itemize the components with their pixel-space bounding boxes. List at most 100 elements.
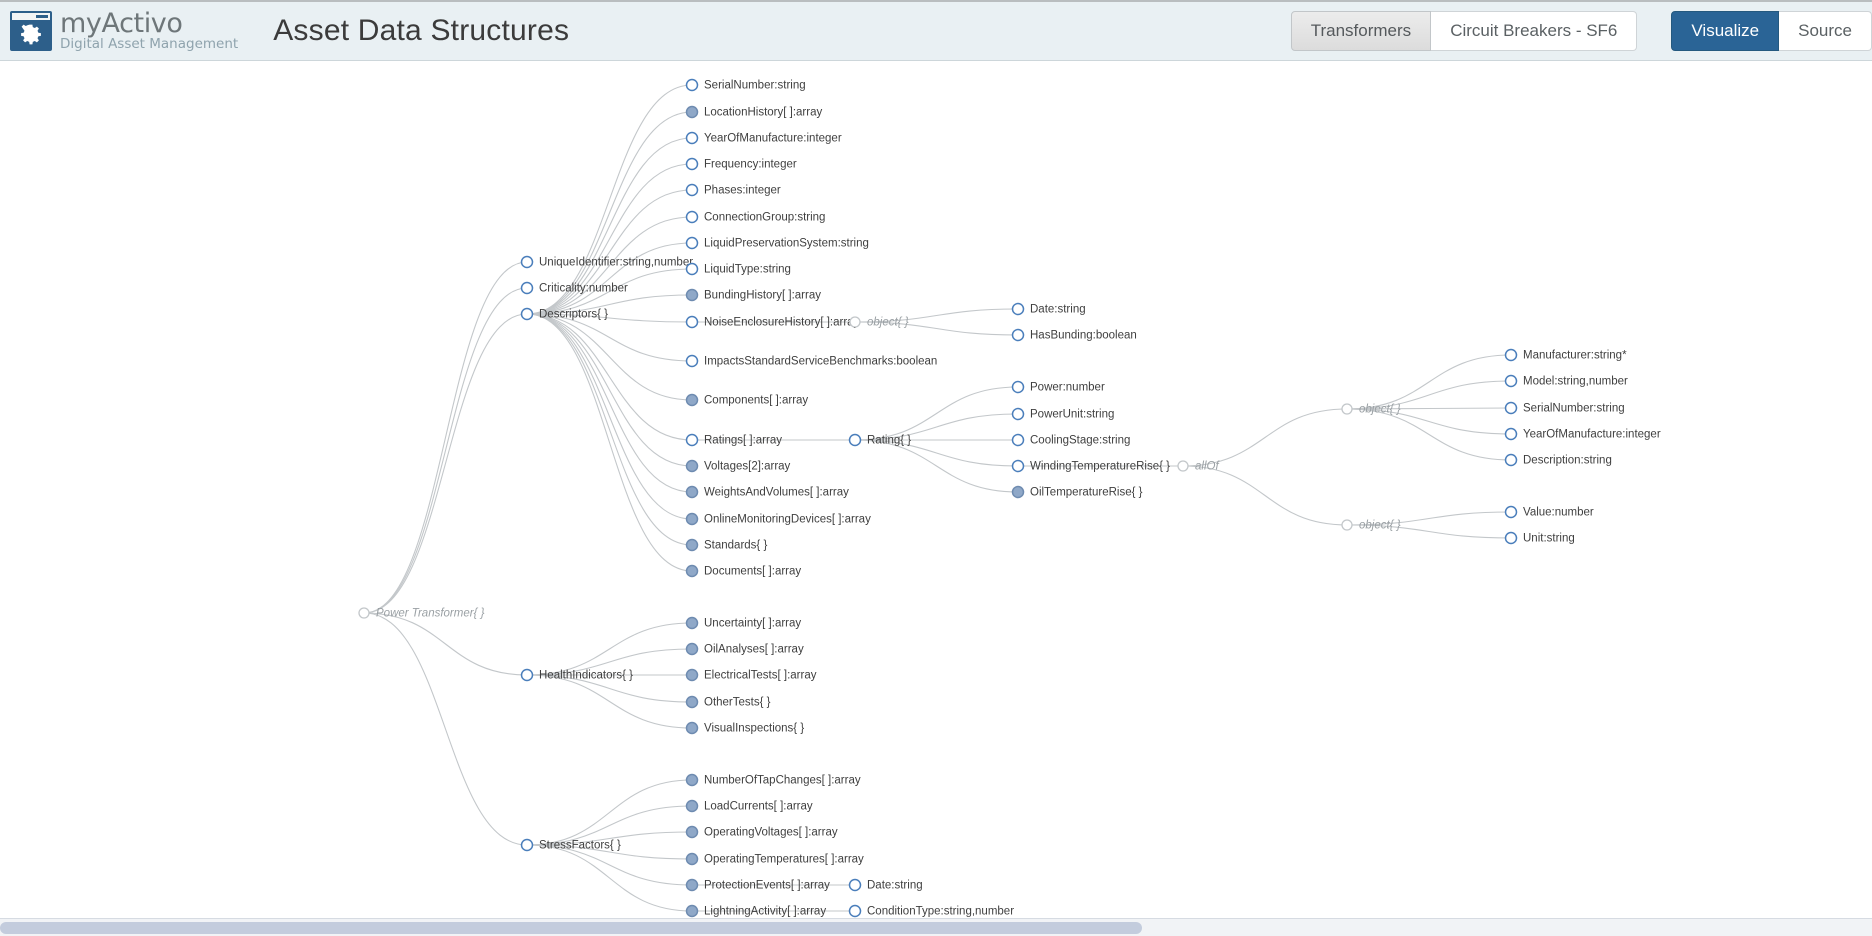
tree-node[interactable]: OilAnalyses[ ]:array <box>685 642 804 656</box>
tree-node-toggle[interactable] <box>685 538 699 552</box>
tree-node-toggle[interactable] <box>685 825 699 839</box>
horizontal-scrollbar-thumb[interactable] <box>0 922 1142 934</box>
tree-node-toggle[interactable] <box>1011 407 1025 421</box>
tree-node[interactable]: BundingHistory[ ]:array <box>685 288 822 302</box>
tree-node[interactable]: Unit:string <box>1504 531 1575 545</box>
tree-node[interactable]: OnlineMonitoringDevices[ ]:array <box>685 512 872 526</box>
tree-node-toggle[interactable] <box>1011 433 1025 447</box>
tree-node[interactable]: PowerUnit:string <box>1011 407 1115 421</box>
tree-node-toggle[interactable] <box>685 210 699 224</box>
tree-node[interactable]: OtherTests{ } <box>685 695 771 709</box>
tree-node[interactable]: Components[ ]:array <box>685 393 809 407</box>
tree-node-toggle[interactable] <box>685 852 699 866</box>
tree-node[interactable]: allOf <box>1177 460 1220 473</box>
tree-node-toggle[interactable] <box>1504 453 1518 467</box>
tree-node[interactable]: ConnectionGroup:string <box>685 210 826 224</box>
tree-node-toggle[interactable] <box>685 459 699 473</box>
tree-node-toggle[interactable] <box>685 564 699 578</box>
tree-node-toggle[interactable] <box>1504 374 1518 388</box>
tree-node[interactable]: Date:string <box>1011 302 1086 316</box>
tree-node[interactable]: Date:string <box>848 878 923 892</box>
tree-node[interactable]: OperatingTemperatures[ ]:array <box>685 852 865 866</box>
tree-node[interactable]: WeightsAndVolumes[ ]:array <box>685 485 850 499</box>
tree-node[interactable]: Uncertainty[ ]:array <box>685 616 802 630</box>
tree-node-toggle[interactable] <box>685 105 699 119</box>
tree-node-toggle[interactable] <box>685 773 699 787</box>
tree-node[interactable]: SerialNumber:string <box>685 78 806 92</box>
tree-node-toggle[interactable] <box>685 288 699 302</box>
tree-node[interactable]: Phases:integer <box>685 183 781 197</box>
tree-node-toggle[interactable] <box>685 433 699 447</box>
tree-node-toggle[interactable] <box>520 281 534 295</box>
tree-node-toggle[interactable] <box>520 838 534 852</box>
tree-node[interactable]: HasBunding:boolean <box>1011 328 1137 342</box>
tree-node-toggle[interactable] <box>685 904 699 918</box>
tree-canvas[interactable]: Power Transformer{ }UniqueIdentifier:str… <box>0 61 1872 918</box>
tree-node[interactable]: Manufacturer:string* <box>1504 348 1628 362</box>
tree-node-toggle[interactable] <box>1341 403 1353 415</box>
tree-node[interactable]: LoadCurrents[ ]:array <box>685 799 813 813</box>
tree-node[interactable]: object{ } <box>849 316 909 329</box>
tree-node[interactable]: Standards{ } <box>685 538 768 552</box>
tree-node[interactable]: Description:string <box>1504 453 1612 467</box>
tree-node-toggle[interactable] <box>685 315 699 329</box>
tree-node-toggle[interactable] <box>520 668 534 682</box>
tree-node[interactable]: OperatingVoltages[ ]:array <box>685 825 838 839</box>
tree-node[interactable]: YearOfManufacture:integer <box>685 131 842 145</box>
tree-node-toggle[interactable] <box>685 354 699 368</box>
tree-node-toggle[interactable] <box>848 904 862 918</box>
tree-node[interactable]: LiquidType:string <box>685 262 791 276</box>
tree-node[interactable]: object{ } <box>1341 403 1401 416</box>
tab-circuit-breakers-sf6[interactable]: Circuit Breakers - SF6 <box>1431 11 1638 51</box>
tree-node-toggle[interactable] <box>849 316 861 328</box>
tree-node-toggle[interactable] <box>685 512 699 526</box>
tree-node[interactable]: Criticality:number <box>520 281 628 295</box>
tree-node-toggle[interactable] <box>1504 531 1518 545</box>
tree-node-toggle[interactable] <box>848 433 862 447</box>
tree-node[interactable]: CoolingStage:string <box>1011 433 1131 447</box>
tree-node[interactable]: LocationHistory[ ]:array <box>685 105 823 119</box>
tree-node[interactable]: Value:number <box>1504 505 1594 519</box>
tree-node-toggle[interactable] <box>685 183 699 197</box>
tree-node-toggle[interactable] <box>685 799 699 813</box>
tree-node[interactable]: StressFactors{ } <box>520 838 621 852</box>
tree-node[interactable]: NumberOfTapChanges[ ]:array <box>685 773 861 787</box>
tree-node[interactable]: Ratings[ ]:array <box>685 433 783 447</box>
tree-node-toggle[interactable] <box>1011 302 1025 316</box>
tree-node[interactable]: Descriptors{ } <box>520 307 609 321</box>
tree-node[interactable]: HealthIndicators{ } <box>520 668 634 682</box>
tree-node[interactable]: Documents[ ]:array <box>685 564 802 578</box>
schema-tree[interactable]: Power Transformer{ }UniqueIdentifier:str… <box>0 61 1872 918</box>
tab-source[interactable]: Source <box>1779 11 1872 51</box>
tab-transformers[interactable]: Transformers <box>1290 11 1432 51</box>
tree-node[interactable]: OilTemperatureRise{ } <box>1011 485 1143 499</box>
tree-node-toggle[interactable] <box>685 485 699 499</box>
tree-node[interactable]: YearOfManufacture:integer <box>1504 427 1661 441</box>
tree-node-toggle[interactable] <box>685 393 699 407</box>
tree-node-toggle[interactable] <box>848 878 862 892</box>
tree-node-toggle[interactable] <box>520 307 534 321</box>
tree-node[interactable]: WindingTemperatureRise{ } <box>1011 459 1171 473</box>
tree-node[interactable]: VisualInspections{ } <box>685 721 805 735</box>
tree-node-toggle[interactable] <box>1011 459 1025 473</box>
tree-node[interactable]: LightningActivity[ ]:array <box>685 904 827 918</box>
tree-node[interactable]: Voltages[2]:array <box>685 459 791 473</box>
tree-node-toggle[interactable] <box>685 642 699 656</box>
horizontal-scrollbar[interactable] <box>0 918 1872 936</box>
tree-node[interactable]: NoiseEnclosureHistory[ ]:array <box>685 315 860 329</box>
tree-node[interactable]: LiquidPreservationSystem:string <box>685 236 869 250</box>
tree-node[interactable]: Power:number <box>1011 380 1105 394</box>
tree-node-toggle[interactable] <box>685 616 699 630</box>
tree-node-toggle[interactable] <box>685 668 699 682</box>
tree-node-toggle[interactable] <box>1504 505 1518 519</box>
tree-node-toggle[interactable] <box>685 236 699 250</box>
tree-node[interactable]: Rating{ } <box>848 433 912 447</box>
tree-node-toggle[interactable] <box>1504 348 1518 362</box>
tree-node[interactable]: Model:string,number <box>1504 374 1628 388</box>
tree-node[interactable]: Frequency:integer <box>685 157 797 171</box>
tree-node[interactable]: object{ } <box>1341 519 1401 532</box>
tree-node-toggle[interactable] <box>1011 485 1025 499</box>
tree-node[interactable]: ProtectionEvents[ ]:array <box>685 878 831 892</box>
tree-node-toggle[interactable] <box>685 721 699 735</box>
tree-node-toggle[interactable] <box>685 262 699 276</box>
